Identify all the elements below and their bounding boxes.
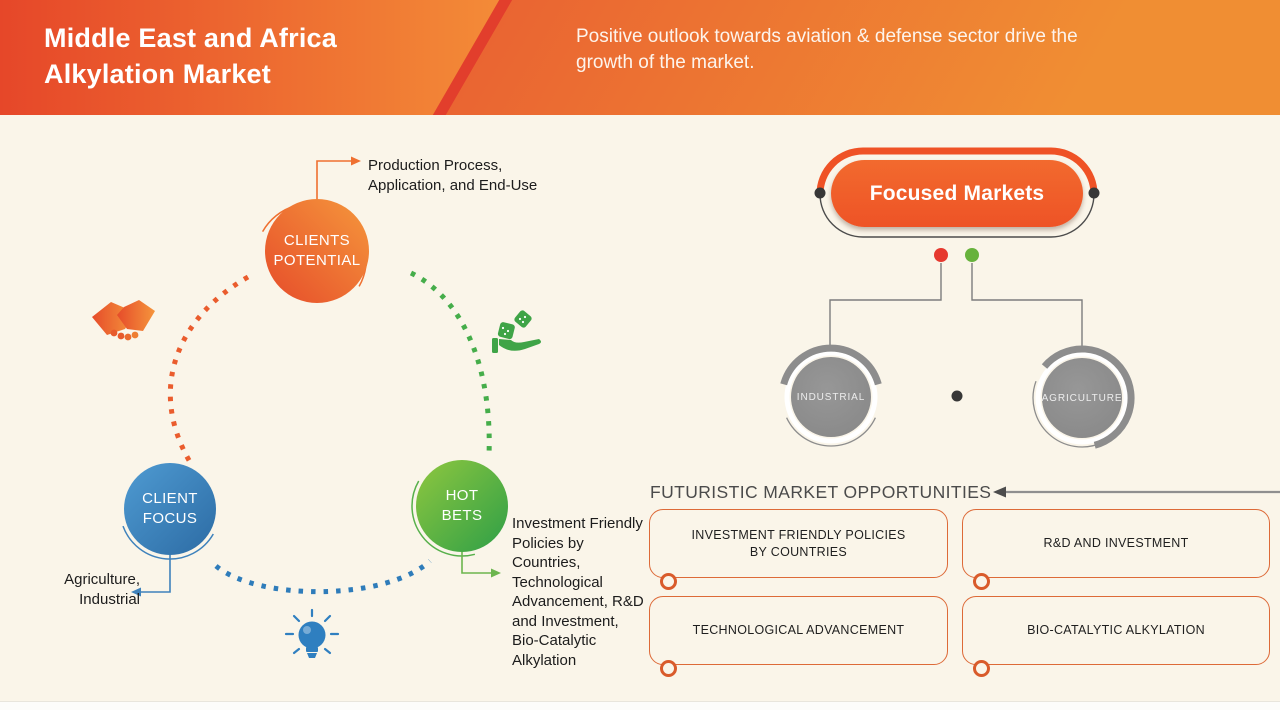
opportunities-arrow (993, 486, 1280, 498)
dotted-arc-green (409, 270, 492, 456)
connector-hot-bets (461, 552, 491, 574)
lightbulb-icon (284, 608, 340, 658)
branch-agriculture (971, 263, 1083, 347)
connector-clients-potential (316, 160, 351, 199)
dotted-arc-blue (214, 559, 432, 595)
opportunity-box-label: TECHNOLOGICAL ADVANCEMENT (692, 623, 905, 637)
opportunity-box-label: BIO-CATALYTIC ALKYLATION (1027, 623, 1205, 637)
annotation-clients-potential: Production Process, Application, and End… (368, 157, 538, 194)
market-node-agriculture: AGRICULTURE (1042, 358, 1122, 438)
agriculture-marker-dot (965, 248, 979, 262)
opportunity-box-3: TECHNOLOGICAL ADVANCEMENT (649, 596, 948, 677)
arrowhead-hot-bets (491, 568, 501, 578)
dice-hand-icon (492, 310, 541, 353)
focused-markets-pill: Focused Markets (831, 160, 1083, 227)
opportunity-box-2: R&D AND INVESTMENT (962, 509, 1270, 590)
opportunities-heading: FUTURISTIC MARKET OPPORTUNITIES (650, 482, 992, 502)
pill-left-dot (814, 187, 826, 199)
arrowhead-clients-potential (351, 156, 361, 166)
opportunity-box-4: BIO-CATALYTIC ALKYLATION (962, 596, 1270, 677)
page-subtitle: Positive outlook towards aviation & defe… (576, 26, 1078, 73)
center-dot (951, 390, 963, 402)
branch-industrial (829, 263, 942, 346)
box-corner-ring-icon (973, 573, 990, 590)
handshake-icon (92, 300, 155, 341)
page-title: Middle East and Africa Alkylation Market (44, 23, 337, 89)
connector-client-focus (141, 555, 171, 593)
pill-right-dot (1088, 187, 1100, 199)
opportunity-box-label: R&D AND INVESTMENT (1043, 536, 1189, 550)
bubble-client-focus: CLIENT FOCUS (124, 463, 216, 555)
annotation-hot-bets: Investment Friendly Policies by Countrie… (512, 515, 644, 669)
box-corner-ring-icon (660, 660, 677, 677)
bottom-strip (0, 701, 1280, 710)
bubble-clients-potential: CLIENTS POTENTIAL (265, 199, 369, 303)
arrowhead-left-icon (993, 486, 1006, 498)
market-node-industrial: INDUSTRIAL (791, 357, 871, 437)
opportunity-box-label: INVESTMENT FRIENDLY POLICIES BY COUNTRIE… (691, 527, 906, 559)
dotted-arc-orange (167, 274, 250, 464)
bubble-hot-bets: HOT BETS (416, 460, 508, 552)
header-banner: Middle East and Africa Alkylation Market… (0, 0, 1280, 115)
opportunity-box-1: INVESTMENT FRIENDLY POLICIES BY COUNTRIE… (649, 509, 948, 590)
box-corner-ring-icon (973, 660, 990, 677)
industrial-marker-dot (934, 248, 948, 262)
box-corner-ring-icon (660, 573, 677, 590)
annotation-client-focus: Agriculture, Industrial (64, 571, 140, 608)
